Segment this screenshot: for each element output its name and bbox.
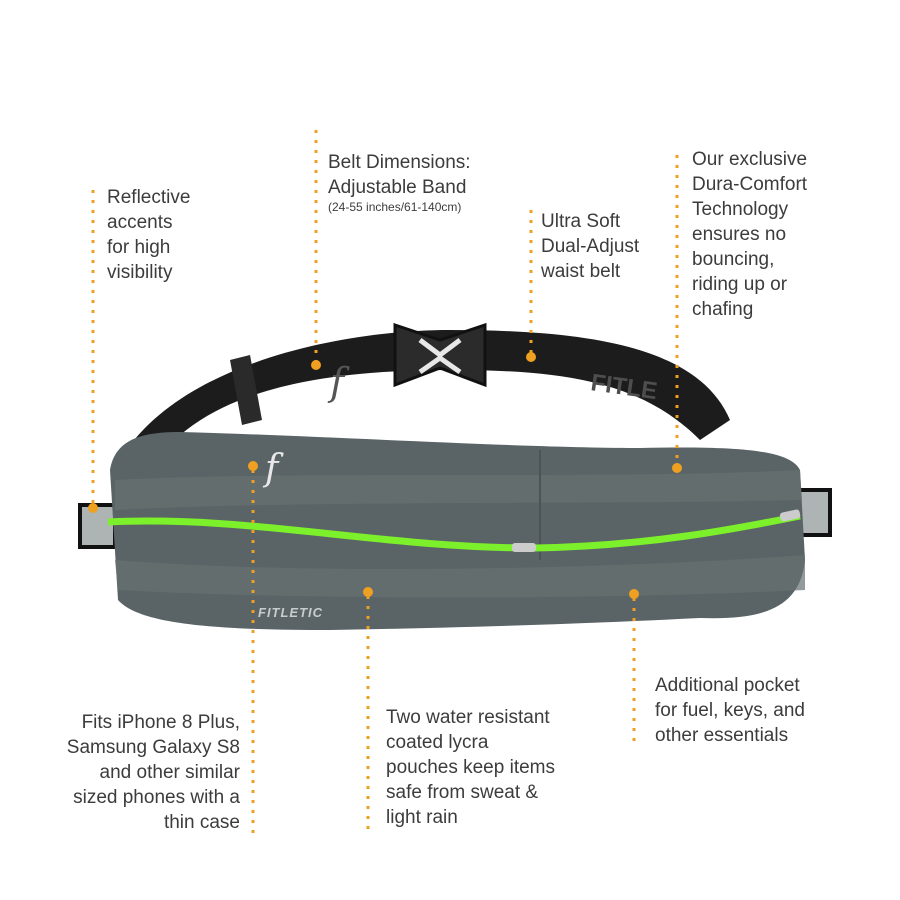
callout-belt-dimensions: Belt Dimensions: Adjustable Band (24-55 … bbox=[328, 125, 471, 239]
callout-additional-pocket: Additional pocket for fuel, keys, and ot… bbox=[655, 675, 805, 746]
zipper-pull-icon bbox=[779, 509, 801, 522]
callout-ultra-soft: Ultra Soft Dual-Adjust waist belt bbox=[541, 211, 640, 282]
leader-dots bbox=[88, 352, 682, 599]
belt-dimensions-size: (24-55 inches/61-140cm) bbox=[328, 200, 462, 214]
belt-dimensions-title: Belt Dimensions: Adjustable Band bbox=[328, 152, 471, 198]
pouch-brand-text: FITLETIC bbox=[258, 605, 323, 620]
callout-fits-iphone: Fits iPhone 8 Plus, Samsung Galaxy S8 an… bbox=[66, 712, 240, 833]
leader-lines bbox=[91, 130, 679, 835]
waist-strap bbox=[120, 330, 730, 470]
reflective-end-left bbox=[78, 503, 117, 549]
callout-reflective: Reflective accents for high visibility bbox=[107, 187, 191, 283]
zipper-pull-icon bbox=[512, 543, 536, 552]
callout-water-resistant: Two water resistant coated lycra pouches… bbox=[386, 707, 555, 828]
callout-dura-comfort: Our exclusive Dura-Comfort Technology en… bbox=[692, 149, 808, 320]
buckle-icon bbox=[393, 322, 487, 388]
